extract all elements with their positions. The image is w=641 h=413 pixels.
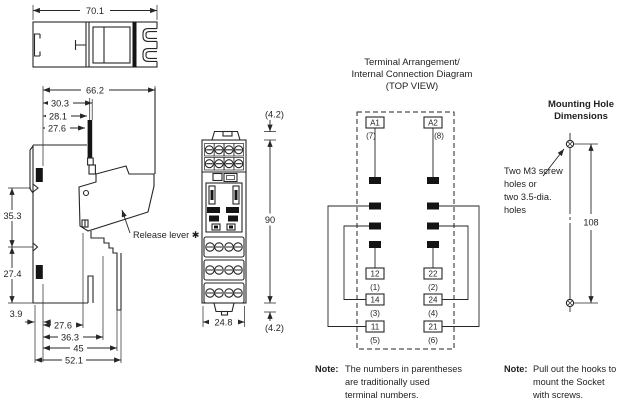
terminal-id: 21 — [429, 323, 438, 332]
terminal-trad-number: (4) — [428, 309, 438, 318]
mounting-hook-bottom — [142, 48, 157, 62]
terminal-id: 24 — [429, 296, 438, 305]
note-line-3: with screws. — [532, 390, 583, 400]
dim-side-28-1: 28.1 — [49, 112, 67, 122]
mounting-hook-top — [142, 28, 157, 42]
dim-side-27-4: 27.4 — [4, 269, 22, 279]
terminal-trad-number: (3) — [370, 309, 380, 318]
dim-side-35-3: 35.3 — [4, 211, 22, 221]
hole-note-line-2: holes or — [504, 179, 537, 189]
terminal-id: 11 — [371, 323, 380, 332]
terminal-id: A1 — [370, 119, 380, 128]
dim-front-tab-top: (4.2) — [265, 110, 284, 120]
terminal-21: 21 (6) — [423, 320, 443, 345]
top-view-drawing: 70.1 — [32, 4, 159, 68]
din-rail-clip-upper — [35, 168, 43, 182]
side-view-drawing: 66.2 30.3 28.1 27.6 35.3 27.4 3.9 27.6 3… — [1, 84, 200, 366]
dim-front-tab-bottom: (4.2) — [265, 323, 284, 333]
terminal-22: 22 (2) — [423, 267, 443, 292]
dim-side-45: 45 — [73, 344, 83, 354]
dim-side-30-3: 30.3 — [51, 99, 69, 109]
relay-cavity — [205, 182, 243, 233]
hole-note-line-4: holes — [504, 205, 526, 215]
terminal-trad-number: (8) — [434, 132, 444, 141]
terminal-trad-number: (1) — [370, 283, 380, 292]
terminal-diagram-title-2: Internal Connection Diagram — [352, 69, 473, 80]
hole-note-line-1: Two M3 screw — [504, 166, 563, 176]
terminal-A1: A1 (7) — [365, 116, 385, 141]
terminal-trad-number: (6) — [428, 336, 438, 345]
note-line-2: mount the Socket — [533, 377, 605, 387]
note-terminal-numbers: Note: The numbers in parentheses are tra… — [315, 364, 462, 400]
dim-front-height: 90 — [265, 215, 275, 225]
note-mounting: Note: Pull out the hooks to mount the So… — [504, 364, 616, 400]
mounting-title-2: Dimensions — [554, 111, 608, 122]
terminal-id: A2 — [428, 119, 438, 128]
note-label: Note: — [315, 364, 338, 374]
dim-top-width: 70.1 — [86, 6, 104, 16]
dim-side-36-3: 36.3 — [61, 333, 79, 343]
screw-hole-top — [565, 139, 575, 149]
terminal-A2: A2 (8) — [423, 116, 444, 141]
lower-terminal-blocks — [203, 236, 245, 304]
terminal-24: 24 (4) — [423, 293, 443, 318]
terminal-arrangement-diagram: Terminal Arrangement/ Internal Connectio… — [327, 57, 480, 350]
dim-side-66-2: 66.2 — [86, 86, 104, 96]
terminal-12: 12 (1) — [365, 267, 385, 292]
terminal-diagram-title-3: (TOP VIEW) — [386, 81, 438, 92]
top-terminal-block — [204, 143, 244, 171]
mounting-hole-diagram: Mounting Hole Dimensions 108 Two M3 scre… — [504, 99, 614, 312]
dim-hole-pitch: 108 — [583, 218, 598, 228]
note-line-1: The numbers in parentheses — [345, 364, 462, 374]
terminal-trad-number: (7) — [366, 132, 376, 141]
terminal-diagram-title-1: Terminal Arrangement/ — [364, 57, 460, 68]
note-line-3: terminal numbers. — [345, 390, 419, 400]
terminal-id: 12 — [371, 270, 380, 279]
screw-hole-bottom — [565, 298, 575, 308]
bottom-mounting-tab — [213, 302, 235, 313]
terminal-id: 22 — [429, 270, 438, 279]
dim-side-52-1: 52.1 — [65, 356, 83, 366]
terminal-trad-number: (2) — [428, 283, 438, 292]
dim-side-3-9: 3.9 — [10, 309, 23, 319]
note-label: Note: — [504, 364, 527, 374]
terminal-trad-number: (5) — [370, 336, 380, 345]
terminal-blade — [87, 120, 93, 158]
release-lever-label: Release lever ✱ — [133, 230, 200, 240]
mounting-title-1: Mounting Hole — [548, 99, 614, 110]
release-lever — [78, 165, 155, 232]
terminal-11: 11 (5) — [365, 320, 385, 345]
note-line-2: are traditionally used — [345, 377, 430, 387]
contact-pins — [369, 177, 439, 248]
dim-side-27-6-top: 27.6 — [48, 124, 66, 134]
front-view-drawing: (4.2) 90 (4.2) 24.8 — [201, 110, 284, 333]
din-rail-clip-lower — [35, 265, 43, 279]
hole-note-line-3: two 3.5-dia. — [504, 192, 552, 202]
socket-outline-dashed — [356, 111, 455, 350]
terminal-id: 14 — [371, 296, 380, 305]
note-line-1: Pull out the hooks to — [533, 364, 616, 374]
dim-front-width: 24.8 — [215, 318, 233, 328]
dim-side-27-6-bottom: 27.6 — [54, 321, 72, 331]
terminal-14: 14 (3) — [365, 293, 385, 318]
